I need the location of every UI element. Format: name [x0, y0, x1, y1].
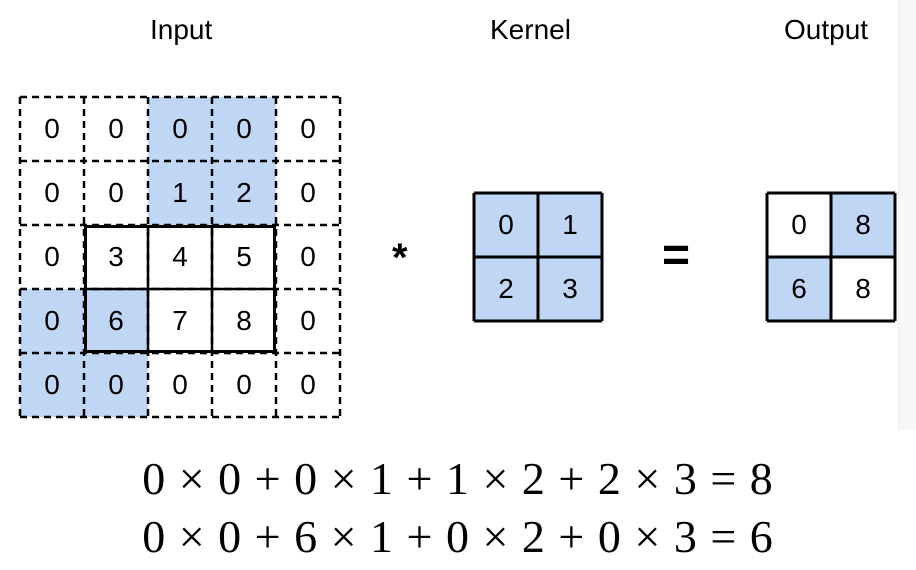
input-cell: 2: [212, 161, 276, 225]
input-cell: 3: [108, 241, 124, 272]
input-cell: 0: [172, 369, 188, 400]
kernel-cell: 3: [538, 257, 602, 321]
input-cell: 0: [212, 97, 276, 161]
input-cell: 0: [300, 241, 316, 272]
input-title: Input: [150, 14, 213, 45]
output-cell: 8: [831, 193, 895, 257]
input-cell: 0: [84, 353, 148, 417]
kernel-title: Kernel: [490, 14, 571, 45]
input-original-region-lines: [84, 225, 276, 353]
input-cell: 0: [300, 113, 316, 144]
output-cell: 8: [855, 273, 871, 304]
input-cell: 5: [236, 241, 252, 272]
output-cell: 0: [791, 209, 807, 240]
input-cell: 0: [300, 369, 316, 400]
equals-operator: =: [662, 229, 691, 282]
input-cell: 0: [300, 305, 316, 336]
input-cell: 0: [148, 97, 212, 161]
equation-line-1: 0 × 0 + 0 × 1 + 1 × 2 + 2 × 3 = 8: [142, 453, 774, 504]
right-panel-edge: [898, 0, 916, 430]
output-cell: 6: [767, 257, 831, 321]
output-title: Output: [784, 14, 869, 45]
input-cell: 0: [44, 177, 60, 208]
input-cell: 0: [44, 241, 60, 272]
equation-line-2: 0 × 0 + 6 × 1 + 0 × 2 + 0 × 3 = 6: [142, 511, 774, 562]
kernel-cell: 1: [538, 193, 602, 257]
kernel-grid-lines: [472, 191, 604, 323]
input-cell: 0: [20, 353, 84, 417]
input-cell: 4: [172, 241, 188, 272]
input-cell: 0: [20, 289, 84, 353]
output-grid-lines: [765, 191, 897, 323]
input-cell: 0: [236, 369, 252, 400]
input-cell: 8: [236, 305, 252, 336]
input-cell: 6: [84, 289, 148, 353]
input-cell: 0: [108, 177, 124, 208]
kernel-cell: 0: [474, 193, 538, 257]
convolution-operator: *: [392, 236, 408, 280]
input-cell: 0: [44, 113, 60, 144]
input-cell: 7: [172, 305, 188, 336]
kernel-cell: 2: [474, 257, 538, 321]
input-cell: 1: [148, 161, 212, 225]
input-cell: 0: [108, 113, 124, 144]
input-cell: 0: [300, 177, 316, 208]
